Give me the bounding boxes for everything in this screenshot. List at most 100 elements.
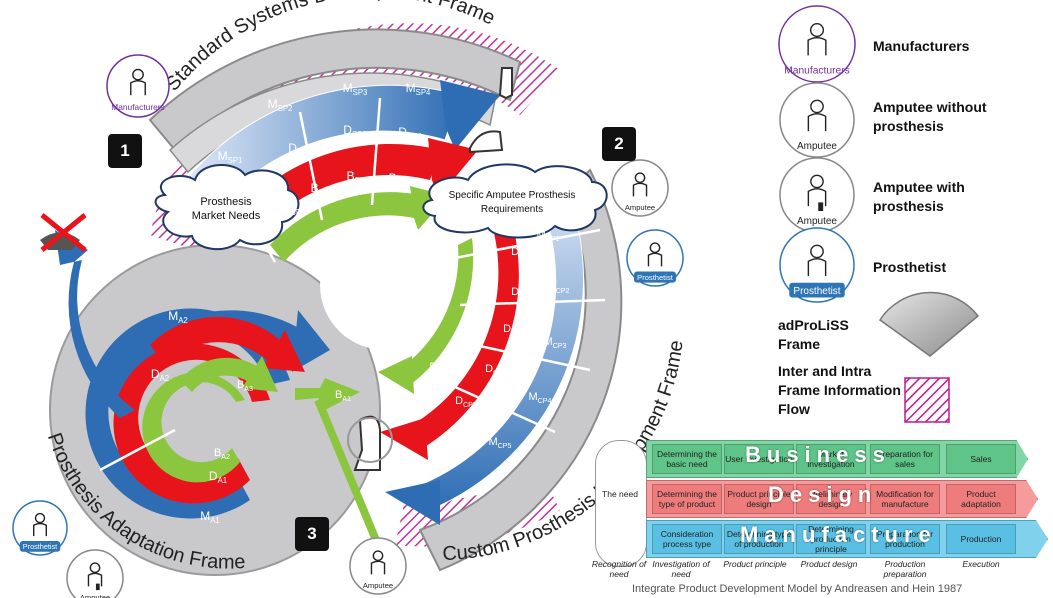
standard-segment-m2: MSP2 bbox=[268, 97, 293, 113]
ipd-column-label: Product design bbox=[800, 559, 858, 569]
amputee-with-icon: Amputee bbox=[779, 157, 855, 233]
standard-segment-d2: DSP2 bbox=[288, 141, 311, 157]
market-needs-line1: Prosthesis bbox=[200, 196, 252, 208]
step-number-1: 1 bbox=[108, 134, 142, 168]
design-cell: Modification for manufacture bbox=[870, 484, 940, 514]
ipd-column-label: Production preparation bbox=[883, 559, 927, 579]
custom-frame bbox=[418, 168, 623, 572]
amputee-feedback-line bbox=[314, 398, 382, 547]
amputee-requirements-cloud bbox=[422, 163, 608, 239]
legend-manufacturers-label: Manufacturers bbox=[873, 38, 970, 54]
legend-amputee-without-label: Amputee without prosthesis bbox=[873, 99, 987, 134]
legend-prosthetist-label: Prosthetist bbox=[873, 259, 947, 275]
legend-adproliss-label: adProLiSS Frame bbox=[778, 317, 849, 352]
adaptation-segment-ba2: BA2 bbox=[214, 447, 230, 461]
prosthetist-icon: Prosthetist bbox=[626, 229, 684, 287]
standard-segment-d1: DSP1 bbox=[250, 171, 273, 187]
step-number-2: 2 bbox=[602, 127, 636, 161]
market-needs-cloud bbox=[154, 163, 300, 251]
market-needs-line2: Market Needs bbox=[192, 210, 261, 222]
legend-info-flow-label: Inter and Intra Frame Information Flow bbox=[778, 363, 901, 417]
amputee-icon: Amputee bbox=[779, 82, 855, 158]
actor-icon-label: Prosthetist bbox=[637, 273, 674, 282]
custom-segment-b1: BCP1 bbox=[473, 249, 494, 263]
ipd-caption: Integrate Product Development Model by A… bbox=[632, 583, 963, 595]
center-hole bbox=[320, 220, 450, 350]
the-need-bubble bbox=[595, 440, 647, 567]
actor-icon-label: Manufacturers bbox=[111, 102, 164, 112]
standard-segment-b2: BSP2 bbox=[311, 181, 334, 197]
adaptation-segment-da2: DA2 bbox=[151, 367, 169, 383]
business-word: Business bbox=[745, 442, 891, 467]
prosthetist-icon: Prosthetist bbox=[12, 500, 68, 556]
amputee-icon: Amputee bbox=[349, 537, 407, 595]
adaptation-segment-ba3: BA3 bbox=[237, 379, 253, 393]
standard-bands bbox=[189, 80, 500, 263]
ipd-column-label: Recognition of need bbox=[591, 559, 647, 579]
design-cell: Determining the type of product bbox=[652, 484, 722, 514]
adaptation-segment-ba1: BA1 bbox=[335, 389, 351, 403]
ipd-column-label: Investigation of need bbox=[652, 559, 710, 579]
leg-prosthesis-icon bbox=[347, 415, 393, 471]
amputee-icon: Amputee bbox=[611, 159, 669, 217]
adaptation-segment-ma2: MA2 bbox=[168, 309, 188, 325]
the-need-label: The need bbox=[602, 489, 638, 499]
actor-icon-label: Prosthetist bbox=[793, 286, 840, 297]
custom-segment-d5: DCP5 bbox=[455, 395, 477, 409]
requirements-line2: Requirements bbox=[481, 204, 543, 215]
design-word: Design bbox=[768, 482, 878, 507]
manufacture-word: Manufacture bbox=[740, 522, 937, 547]
design-cell: Preliminary design bbox=[796, 484, 866, 514]
legend-amputee-with-label: Amputee with prosthesis bbox=[873, 179, 965, 214]
actor-icon-label: Amputee bbox=[80, 593, 110, 598]
business-cell: Determining the basic need bbox=[652, 444, 722, 474]
custom-segment-b4: BCP4 bbox=[451, 337, 472, 351]
actor-icon-label: Prosthetist bbox=[23, 542, 57, 551]
design-cell: Product adaptation bbox=[946, 484, 1016, 514]
ipd-column-label: Product principle bbox=[723, 559, 787, 569]
custom-segment-d3: DCP3 bbox=[503, 323, 525, 337]
manufacture-cell: Determining type of production bbox=[724, 524, 794, 554]
custom-segment-m3: MCP3 bbox=[543, 336, 566, 350]
leg-prosthesis-icon bbox=[498, 67, 513, 100]
actor-icon-label: Amputee bbox=[363, 581, 393, 590]
business-cell: Preparation for sales bbox=[870, 444, 940, 474]
design-cell: Product principle design bbox=[724, 484, 794, 514]
adaptation-segment-ma1: MA1 bbox=[200, 509, 220, 525]
standard-segment-b1: BSP1 bbox=[283, 201, 306, 217]
custom-segment-m1: MCP1 bbox=[536, 229, 559, 243]
custom-segment-d4: DCP4 bbox=[485, 363, 507, 377]
adproliss-frame-swatch bbox=[878, 291, 980, 357]
discarded-product-icon bbox=[40, 213, 87, 252]
adaptation-bands bbox=[55, 230, 360, 519]
actor-icon-label: Amputee bbox=[625, 203, 655, 212]
manufacturers-icon: Manufacturers bbox=[106, 54, 170, 118]
business-cell: Sales bbox=[946, 444, 1016, 474]
business-cell: User investigation bbox=[724, 444, 794, 474]
requirements-line1: Specific Amputee Prosthesis bbox=[449, 190, 576, 201]
amputee-with-icon: Amputee bbox=[66, 549, 124, 598]
manufacturers-icon: Manufacturers bbox=[778, 5, 856, 83]
custom-segment-b2: BCP2 bbox=[475, 281, 496, 295]
custom-segment-d1: DCP1 bbox=[511, 246, 533, 260]
custom-segment-m5: MCP5 bbox=[488, 436, 511, 450]
standard-segment-m1: MSP1 bbox=[218, 149, 243, 165]
custom-segment-b3: BCP3 bbox=[467, 309, 488, 323]
manufacture-cell: Consideration process type bbox=[652, 524, 722, 554]
custom-segment-b5: BCP5 bbox=[429, 361, 450, 375]
step-number-3: 3 bbox=[295, 517, 329, 551]
foot-prosthesis-icon bbox=[469, 130, 504, 154]
standard-segment-m3: MSP3 bbox=[343, 81, 368, 97]
adaptation-segment-ma22: MA2.2 bbox=[41, 282, 67, 298]
custom-segment-d2: DCP2 bbox=[511, 286, 533, 300]
ipd-column-label: Execution bbox=[962, 559, 1000, 569]
prosthetist-icon: Prosthetist bbox=[779, 227, 855, 303]
standard-segment-b4: BSP4 bbox=[389, 171, 412, 187]
standard-segment-m4: MSP4 bbox=[406, 81, 431, 97]
standard-segment-d4: DSP4 bbox=[398, 125, 422, 141]
standard-segment-b3: BSP3 bbox=[347, 169, 370, 185]
custom-segment-m4: MCP4 bbox=[528, 391, 551, 405]
